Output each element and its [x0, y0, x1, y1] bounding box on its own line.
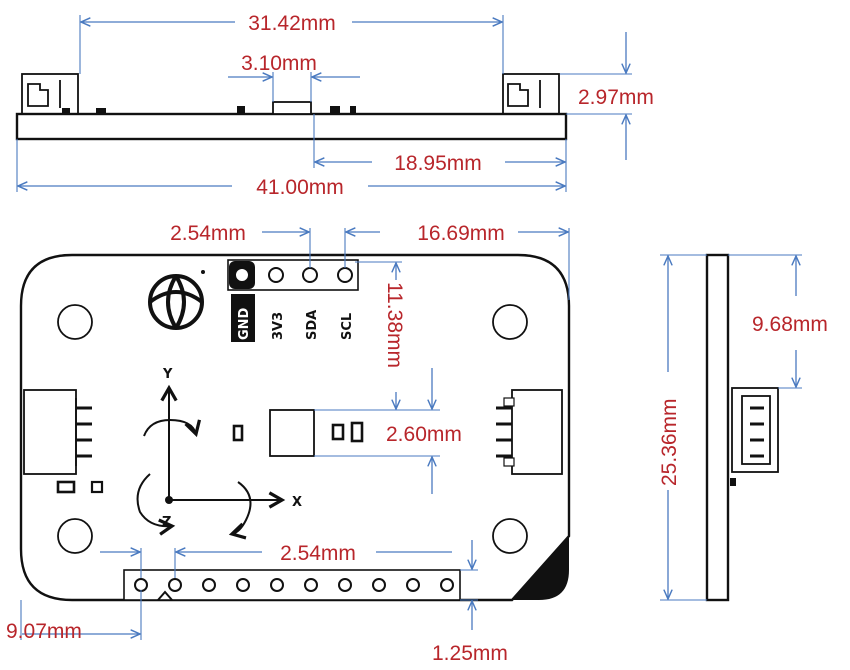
pin-header-bottom	[123, 569, 461, 601]
side-pcb-right	[705, 253, 730, 602]
dim-header-to-chip: 11.38mm	[383, 282, 406, 368]
side-part	[350, 106, 356, 114]
dim-chip-width: 3.10mm	[241, 52, 317, 75]
dim-side-height: 2.97mm	[578, 86, 654, 109]
rotation-arrow-icon	[143, 418, 202, 438]
smd-part	[232, 424, 244, 442]
side-part	[237, 106, 245, 114]
pin-label-3v3: 3V3	[271, 312, 286, 340]
smd-part	[56, 480, 76, 494]
board-corner	[512, 536, 569, 600]
side-connector-right	[502, 73, 560, 115]
side-view-right: 25.36mm 9.68mm	[658, 253, 828, 602]
smd-part	[350, 421, 364, 443]
axis-label-y: Y	[162, 367, 173, 382]
connector-right	[496, 389, 563, 475]
pin-label-scl: SCL	[340, 313, 355, 340]
dim-bottom-header-margin: 1.25mm	[432, 642, 508, 665]
globe-logo-icon	[148, 270, 205, 330]
dim-bottom-header-offset: 9.07mm	[6, 620, 82, 643]
dim-board-width: 25.36mm	[658, 398, 681, 486]
mounting-hole	[492, 304, 528, 340]
top-view-board: GND 3V3 SDA SCL Y X Z	[6, 222, 571, 665]
side-chip	[272, 101, 312, 115]
dim-pin-pitch-top: 2.54mm	[170, 222, 246, 245]
pin-label-sda: SDA	[305, 310, 320, 340]
gnd-label-bg	[231, 294, 255, 342]
rotation-arrow-icon	[136, 473, 176, 536]
dim-chip-offset: 18.95mm	[394, 152, 482, 175]
pin-header-top	[227, 259, 359, 291]
axis-label-x: X	[292, 495, 302, 510]
mounting-hole	[57, 518, 93, 554]
side-part	[330, 106, 340, 114]
dim-pin-pitch-bottom: 2.54mm	[280, 542, 356, 565]
dim-board-length: 41.00mm	[256, 176, 344, 199]
mounting-hole	[492, 518, 528, 554]
sensor-chip	[269, 409, 315, 457]
smd-part	[331, 423, 345, 441]
side-connector-left	[21, 73, 79, 115]
dim-top-width: 31.42mm	[248, 12, 336, 35]
dim-chip-height: 2.60mm	[386, 423, 462, 446]
axis-label-z: Z	[162, 515, 171, 530]
pin-label-gnd: GND	[237, 307, 252, 340]
side-pcb	[15, 112, 568, 141]
dim-hole-spacing: 9.68mm	[752, 313, 828, 336]
rotation-arrow-icon	[228, 481, 252, 540]
mounting-hole	[57, 304, 93, 340]
connector-left	[23, 389, 92, 475]
side-part	[96, 108, 106, 114]
side-view-top: 31.42mm 3.10mm 2.97mm 18.95mm 41.00mm	[15, 12, 654, 199]
dim-header-offset: 16.69mm	[417, 222, 505, 245]
side-connector-right-view	[730, 387, 779, 486]
smd-part	[90, 480, 104, 494]
axis-indicator: Y X Z	[136, 367, 302, 540]
board-outline	[19, 253, 571, 602]
